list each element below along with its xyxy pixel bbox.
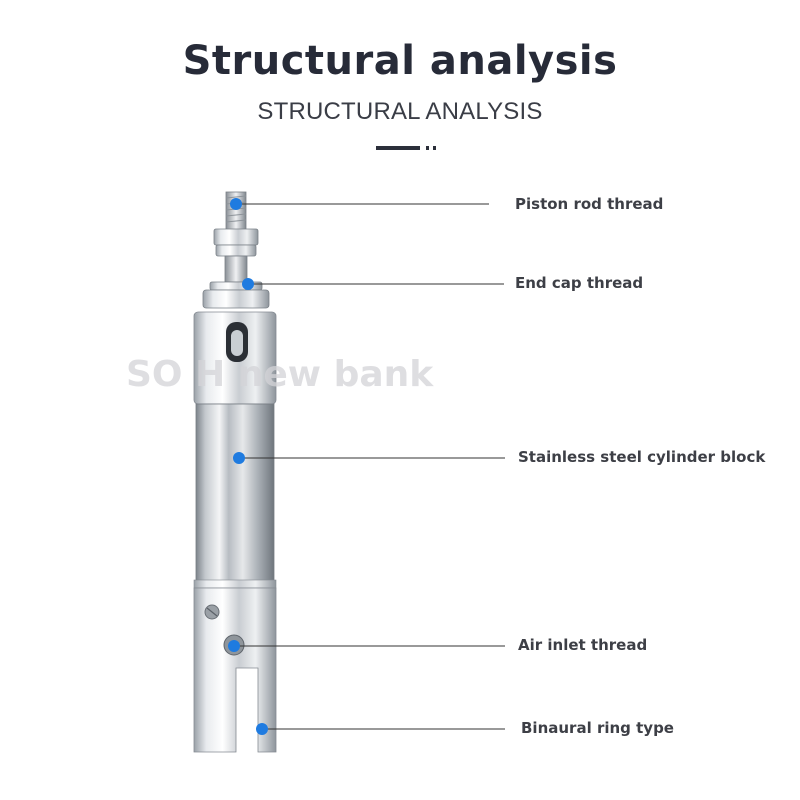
piston-rod <box>224 255 248 283</box>
front-cap <box>193 311 277 405</box>
cylinder-barrel <box>195 403 275 587</box>
title-underline-dot <box>426 146 429 150</box>
callout-marker <box>233 452 245 464</box>
callout-label-piston-rod-thread: Piston rod thread <box>515 195 664 213</box>
end-cap-nut <box>202 281 270 309</box>
watermark: SO H new bank <box>126 354 434 395</box>
piston-rod-thread-part <box>225 191 247 231</box>
callout-label-cylinder-block: Stainless steel cylinder block <box>518 448 766 466</box>
page-title: Structural analysis <box>182 38 618 84</box>
callout-label-end-cap-thread: End cap thread <box>515 274 644 292</box>
upper-nut <box>213 228 259 257</box>
callout-marker <box>242 278 254 290</box>
callout-label-binaural-ring-type: Binaural ring type <box>521 719 674 737</box>
callout-marker <box>256 723 268 735</box>
callout-marker <box>228 640 240 652</box>
barrel-ring <box>193 579 277 589</box>
rear-clevis-cap <box>193 587 277 753</box>
callout-marker <box>230 198 242 210</box>
callout-label-air-inlet-thread: Air inlet thread <box>518 636 648 654</box>
page-subtitle: STRUCTURAL ANALYSIS <box>257 98 543 125</box>
title-underline <box>376 146 420 150</box>
title-underline-dot <box>433 146 436 150</box>
